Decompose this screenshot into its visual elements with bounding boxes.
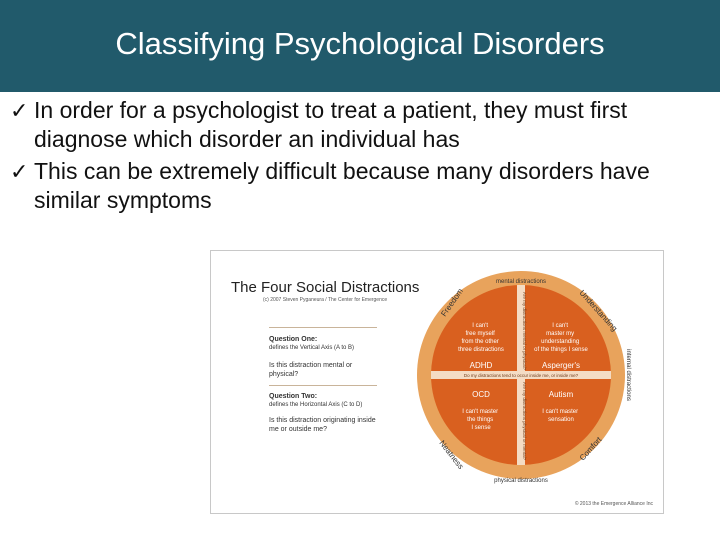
quadrant-label-adhd: ADHD (470, 361, 493, 370)
bullet-text: This can be extremely difficult because … (34, 158, 650, 213)
vertical-axis-band (517, 285, 525, 465)
question-one-text: Is this distraction mental or physical? (269, 362, 353, 378)
distraction-quadrant-diagram: mental distractions physical distraction… (417, 271, 631, 484)
slide-title: Classifying Psychological Disorders (115, 26, 605, 61)
bullet-item: ✓ In order for a psychologist to treat a… (10, 96, 715, 154)
divider (269, 385, 377, 386)
bullet-list: ✓ In order for a psychologist to treat a… (10, 96, 715, 218)
quadrant-text: I can't master sensation (542, 409, 580, 423)
quadrant-label-autism: Autism (549, 390, 574, 399)
bullet-text: In order for a psychologist to treat a p… (34, 97, 628, 152)
figure-copyright: (c) 2007 Steven Pyganeura / The Center f… (263, 297, 388, 303)
vertical-axis-question-bottom: Are my distractions physical or mental? (522, 382, 527, 461)
question-two-title: Question Two: (269, 393, 318, 400)
vertical-axis-question-top: Are my distractions mental or physical? (522, 292, 527, 371)
quadrant-text: I can't free myself from the other three… (458, 323, 504, 353)
checkmark-icon: ✓ (10, 98, 29, 123)
figure-title: The Four Social Distractions (231, 279, 420, 296)
quadrant-text: I can't master the things I sense (462, 409, 500, 431)
horizontal-axis-question: Do my distractions tend to occur inside … (464, 373, 579, 378)
quadrant-label-ocd: OCD (472, 390, 490, 399)
four-distractions-figure: The Four Social Distractions (c) 2007 St… (210, 250, 664, 514)
quadrant-label-aspergers: Asperger's (542, 361, 580, 370)
bottom-axis-label: physical distractions (494, 478, 548, 484)
question-one-desc: defines the Vertical Axis (A to B) (269, 345, 355, 351)
divider (269, 327, 377, 328)
bullet-item: ✓ This can be extremely difficult becaus… (10, 157, 715, 215)
title-bar (0, 0, 720, 92)
question-two-text: Is this distraction originating inside m… (269, 417, 376, 433)
top-axis-label: mental distractions (496, 279, 546, 285)
right-axis-label: internal distractions (625, 349, 631, 401)
question-two-desc: defines the Horizontal Axis (C to D) (269, 402, 363, 408)
quadrant-text: I can't master my understanding of the t… (534, 323, 588, 353)
figure-credit: © 2013 the Emergence Alliance Inc (574, 501, 653, 507)
question-one-title: Question One: (269, 336, 318, 343)
checkmark-icon: ✓ (10, 159, 29, 184)
